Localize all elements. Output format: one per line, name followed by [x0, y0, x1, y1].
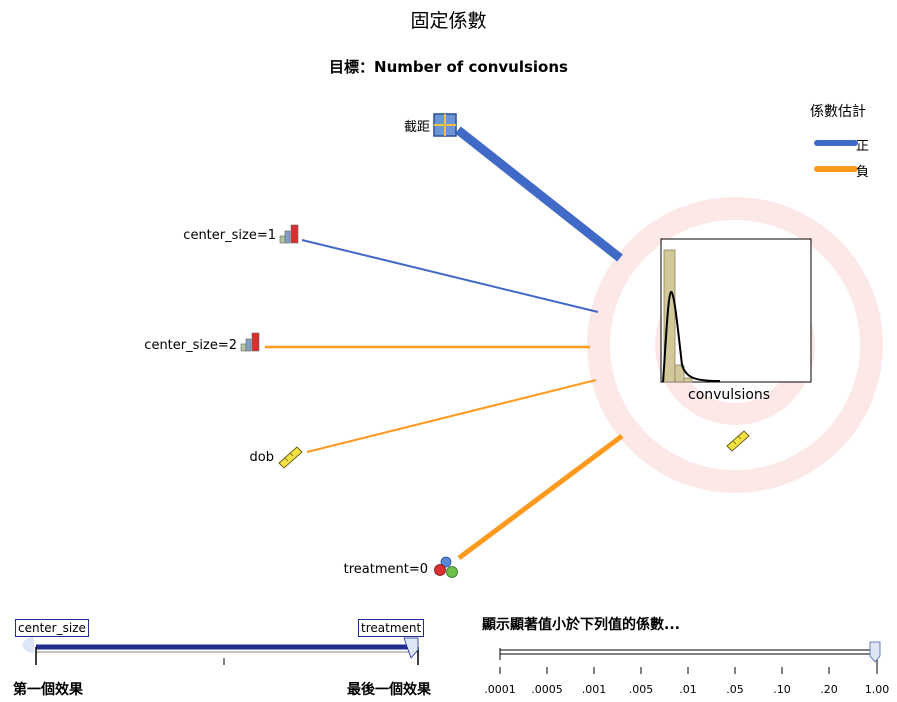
effect-slider-right-label: 最後一個效果	[347, 682, 431, 698]
legend-negative-label: 負	[856, 165, 870, 180]
significance-tick-label: .05	[726, 683, 744, 696]
edge-treatment	[457, 433, 624, 561]
significance-slider-title: 顯示顯著值小於下列值的係數...	[482, 617, 680, 633]
significance-tick-label: 1.00	[864, 683, 890, 696]
effect-label-treatment: treatment=0	[343, 562, 428, 577]
ruler-icon	[278, 446, 303, 469]
significance-tick-label: .005	[628, 683, 654, 696]
target-label: convulsions	[688, 387, 771, 403]
grid-icon	[433, 113, 457, 137]
legend-title: 係數估計	[810, 104, 866, 120]
effect-label-center-size-2: center_size=2	[144, 338, 237, 353]
effect-slider-right-tag[interactable]: treatment	[358, 619, 425, 637]
effect-slider-left-label: 第一個效果	[13, 682, 83, 698]
significance-tick-label: .20	[820, 683, 838, 696]
effect-slider[interactable]	[22, 636, 419, 665]
target-histogram	[660, 238, 812, 383]
chart-subtitle: 目標：Number of convulsions	[329, 58, 568, 76]
edge-intercept	[455, 126, 623, 262]
chart-title: 固定係數	[410, 10, 487, 32]
effect-label-intercept: 截距	[403, 120, 430, 135]
bar-chart-icon	[279, 224, 299, 244]
legend-positive-label: 正	[856, 139, 870, 154]
effect-label-dob: dob	[249, 450, 274, 465]
effect-slider-left-tag[interactable]: center_size	[15, 619, 89, 637]
ruler-icon	[726, 430, 750, 452]
effect-label-center-size-1: center_size=1	[183, 228, 276, 243]
significance-tick-label: .0005	[531, 683, 563, 696]
significance-tick-label: .001	[581, 683, 607, 696]
significance-tick-label: .10	[773, 683, 791, 696]
circles-icon	[434, 556, 458, 578]
significance-tick-label: .01	[679, 683, 697, 696]
significance-tick-label: .0001	[484, 683, 516, 696]
bar-chart-icon	[240, 332, 260, 352]
significance-slider[interactable]	[499, 641, 881, 674]
edge-dob	[306, 379, 597, 453]
edge-center-size-1	[301, 239, 599, 313]
